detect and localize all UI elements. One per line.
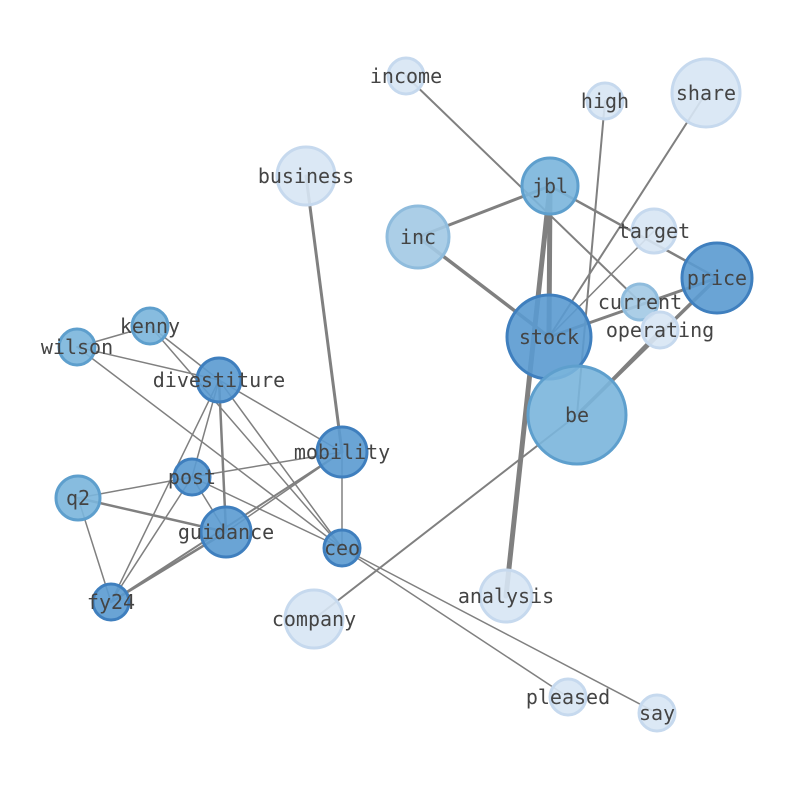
edge-jbl-analysis	[503, 183, 553, 599]
node-label-inc: inc	[400, 225, 436, 249]
node-ceo	[322, 528, 362, 568]
node-q2	[54, 474, 102, 522]
node-label-target: target	[618, 219, 690, 243]
node-analysis	[478, 568, 534, 624]
node-label-mobility: mobility	[294, 440, 390, 464]
node-label-current: current	[598, 290, 682, 314]
node-post	[172, 457, 212, 497]
node-be	[526, 364, 628, 466]
node-label-share: share	[676, 81, 736, 105]
edge-post-ceo	[191, 476, 343, 549]
node-fy24	[91, 582, 131, 622]
node-company	[283, 588, 345, 650]
edge-be-company	[313, 414, 578, 620]
node-high	[585, 81, 625, 121]
node-label-business: business	[258, 164, 354, 188]
node-business	[275, 145, 337, 207]
node-target	[630, 207, 678, 255]
edge-business-mobility	[304, 174, 344, 454]
node-label-company: company	[272, 607, 356, 631]
node-label-stock: stock	[519, 325, 579, 349]
edge-ceo-say	[341, 547, 658, 714]
node-pleased	[548, 677, 588, 717]
node-label-divestiture: divestiture	[153, 368, 285, 392]
node-label-guidance: guidance	[178, 520, 274, 544]
node-price	[680, 241, 754, 315]
edge-kenny-ceo	[149, 325, 343, 549]
edge-wilson-divestiture	[76, 346, 220, 381]
node-jbl	[520, 156, 580, 216]
edge-divestiture-ceo	[218, 379, 343, 549]
node-layer	[54, 56, 754, 733]
node-inc	[385, 204, 451, 270]
node-label-jbl: jbl	[532, 174, 568, 198]
node-label-say: say	[639, 701, 675, 725]
node-label-kenny: kenny	[120, 314, 180, 338]
edge-wilson-ceo	[76, 346, 343, 549]
node-label-pleased: pleased	[526, 685, 610, 709]
node-operating	[640, 310, 680, 350]
node-label-post: post	[168, 465, 216, 489]
node-label-operating: operating	[606, 318, 714, 342]
node-share	[670, 57, 742, 129]
node-label-ceo: ceo	[324, 536, 360, 560]
edge-share-stock	[548, 92, 707, 338]
node-wilson	[57, 327, 97, 367]
node-kenny	[130, 306, 170, 346]
node-label-analysis: analysis	[458, 584, 554, 608]
edge-divestiture-fy24	[110, 379, 220, 603]
node-current	[620, 282, 660, 322]
node-divestiture	[195, 356, 243, 404]
edge-ceo-pleased	[341, 547, 569, 698]
node-guidance	[199, 505, 253, 559]
node-income	[386, 56, 426, 96]
node-label-wilson: wilson	[41, 335, 113, 359]
node-say	[637, 693, 677, 733]
label-layer: income high share business jbl target inc price…	[41, 64, 747, 725]
node-mobility	[315, 425, 369, 479]
node-label-fy24: fy24	[87, 590, 135, 614]
node-label-q2: q2	[66, 486, 90, 510]
node-label-be: be	[565, 403, 589, 427]
node-label-income: income	[370, 64, 442, 88]
node-label-high: high	[581, 89, 629, 113]
node-label-price: price	[687, 266, 747, 290]
edge-post-fy24	[110, 476, 193, 603]
